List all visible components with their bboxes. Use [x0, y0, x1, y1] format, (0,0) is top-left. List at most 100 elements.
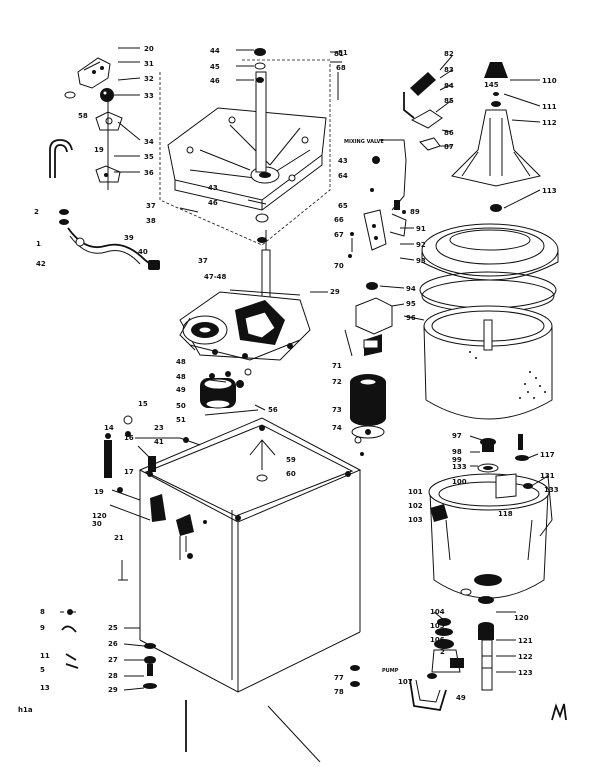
- callout: 48: [176, 358, 186, 366]
- fill-hose: [49, 139, 73, 178]
- callout: 5: [40, 666, 45, 674]
- callout: 91: [416, 225, 426, 233]
- callout: 87: [444, 143, 454, 151]
- brake-assembly: [344, 282, 393, 357]
- pump-label: PUMP: [382, 668, 399, 674]
- callout: 86: [444, 129, 454, 137]
- callout: 49: [176, 386, 186, 394]
- callout: 83: [444, 66, 454, 74]
- callout: 58: [78, 112, 88, 120]
- callout: 31: [144, 60, 154, 68]
- leader-lines: [60, 47, 541, 691]
- knob-cap: [100, 88, 114, 102]
- callout: 2: [34, 208, 39, 216]
- callout: 34: [144, 138, 154, 146]
- callout: 112: [542, 119, 557, 127]
- callout: 81: [334, 50, 344, 58]
- callout: 13: [40, 684, 50, 692]
- callout: 29: [330, 288, 340, 296]
- spin-basket: [423, 305, 553, 420]
- callout: 1: [36, 240, 41, 248]
- callout: 36: [144, 169, 154, 177]
- callout: 72: [332, 378, 342, 386]
- pump-bracket: [348, 188, 407, 258]
- callout: 26: [108, 640, 118, 648]
- callout: 117: [540, 451, 555, 459]
- callout: 16: [124, 434, 134, 442]
- callout: 38: [146, 217, 156, 225]
- callout: 77: [334, 674, 344, 682]
- callout: 14: [104, 424, 114, 432]
- callout: 82: [444, 50, 454, 58]
- callout: 64: [338, 172, 348, 180]
- mixing-valve: [372, 72, 443, 211]
- callout: 41: [154, 438, 164, 446]
- transmission-assembly: [179, 291, 311, 361]
- callout: 40: [138, 248, 148, 256]
- callout: 131: [540, 472, 555, 480]
- switch-plate: [95, 100, 123, 190]
- basket-perforations: [469, 351, 546, 399]
- callout: 56: [268, 406, 278, 414]
- callout: 29: [108, 686, 118, 694]
- callout: 27: [108, 656, 118, 664]
- callout: 48: [176, 373, 186, 381]
- callout: 17: [124, 468, 134, 476]
- callout: 15: [138, 400, 148, 408]
- callout: 97: [452, 432, 462, 440]
- drive-belt: [179, 289, 301, 351]
- callout: 102: [408, 502, 423, 510]
- callout: 106: [430, 636, 445, 644]
- callout: 133: [544, 486, 559, 494]
- callout: 145: [484, 81, 499, 89]
- callout: 46: [208, 199, 218, 207]
- callout: 118: [498, 510, 513, 518]
- callout: 103: [408, 516, 423, 524]
- callout: 92: [416, 241, 426, 249]
- callout: 32: [144, 75, 154, 83]
- callout: 70: [334, 262, 344, 270]
- small-parts-bottom-left: [61, 609, 79, 669]
- callout: 42: [36, 260, 46, 268]
- motor-brackets: [204, 371, 259, 416]
- callout: 65: [338, 202, 348, 210]
- mounting-plate: [167, 107, 327, 211]
- callout: 45: [210, 63, 220, 71]
- callout: 81: [338, 49, 348, 57]
- callout: 121: [518, 637, 533, 645]
- callout: 122: [518, 653, 533, 661]
- callout: 66: [334, 216, 344, 224]
- callout: 23: [154, 424, 164, 432]
- callout: 113: [542, 187, 557, 195]
- left-side-parts: [104, 415, 201, 581]
- callout: 59: [286, 456, 296, 464]
- callout: 30: [92, 520, 102, 528]
- tub-cover-ring: [419, 204, 559, 313]
- mixing-valve-label: MIXING VALVE: [344, 139, 384, 145]
- agitator: [451, 62, 541, 187]
- callout: 73: [332, 406, 342, 414]
- callout: 51: [176, 416, 186, 424]
- transmission-shaft: [255, 213, 271, 311]
- callout: 74: [332, 424, 342, 432]
- callout: 89: [410, 208, 420, 216]
- leveling-legs: [143, 643, 360, 689]
- callout: 37: [198, 257, 208, 265]
- callout: 47-48: [204, 273, 227, 281]
- lid-switch-bracket: [77, 57, 111, 89]
- callout: 46: [210, 77, 220, 85]
- callout: 28: [108, 672, 118, 680]
- clutch-drum: [350, 374, 386, 426]
- tub-seal-parts: [477, 434, 533, 499]
- callout: 111: [542, 103, 557, 111]
- callout: 98: [452, 448, 462, 456]
- outer-tub: [428, 473, 553, 604]
- callout-numbers: 20 31 32 33 58 34 35 36 19 2 1 42 39 40 …: [34, 45, 559, 702]
- callout: 19: [94, 488, 104, 496]
- callout: 96: [406, 314, 416, 322]
- callout: 95: [406, 300, 416, 308]
- callout: 39: [124, 234, 134, 242]
- callout: 100: [452, 478, 467, 486]
